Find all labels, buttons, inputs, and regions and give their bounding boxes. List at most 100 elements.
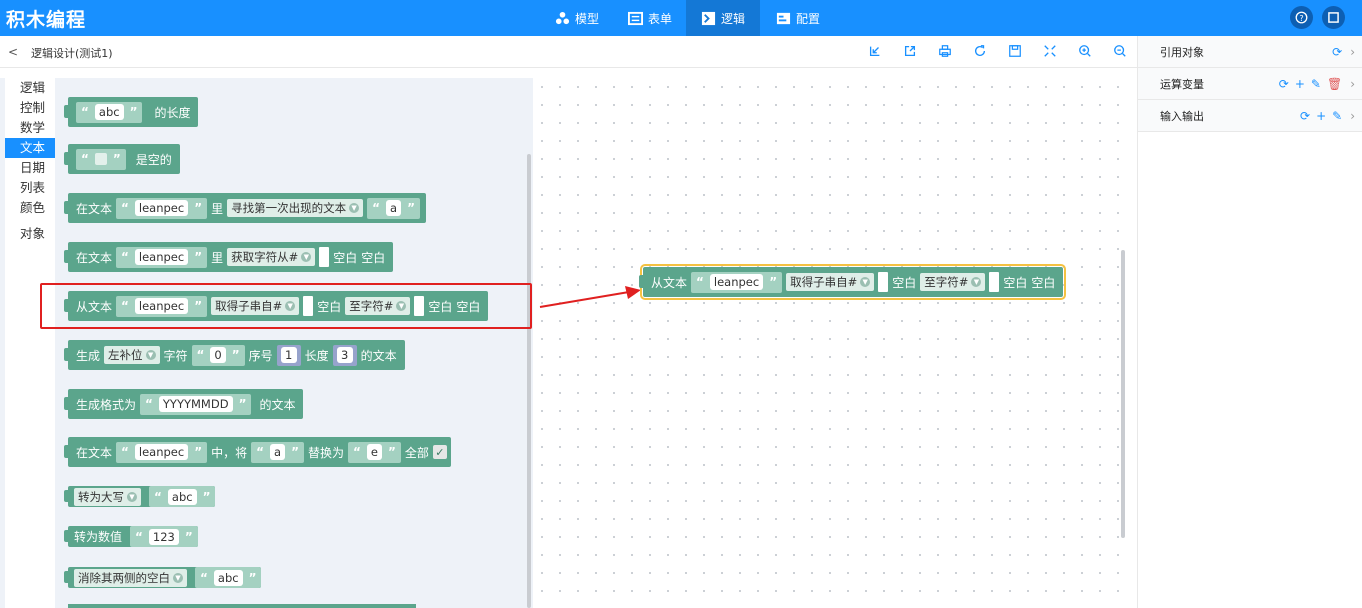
- string-input[interactable]: “abc”: [195, 567, 262, 588]
- dropdown[interactable]: 至字符#▼: [345, 297, 411, 315]
- string-input[interactable]: “leanpec”: [116, 295, 208, 317]
- block-text-char-at[interactable]: 在文本 “leanpec” 里 获取字符从#▼ 空白 空白: [63, 242, 394, 272]
- block-label: 在文本: [76, 201, 113, 216]
- input-slot[interactable]: [414, 296, 425, 316]
- category-object[interactable]: 对象: [20, 226, 46, 241]
- category-color[interactable]: 颜色: [20, 200, 46, 215]
- category-text[interactable]: 文本: [5, 138, 55, 158]
- section-reference-objects[interactable]: 引用对象 ⟳ ›: [1138, 36, 1362, 68]
- add-icon[interactable]: +: [1294, 77, 1305, 91]
- edit-icon[interactable]: ✎: [1332, 109, 1343, 123]
- block-text-index-of[interactable]: 在文本 “leanpec” 里 寻找第一次出现的文本▼ “a”: [64, 193, 426, 223]
- tab-model[interactable]: 模型: [555, 0, 615, 36]
- category-math[interactable]: 数学: [20, 120, 46, 135]
- config-icon: [776, 12, 791, 24]
- tab-config[interactable]: 配置: [776, 0, 836, 36]
- category-logic[interactable]: 逻辑: [20, 80, 46, 95]
- zoom-out-icon[interactable]: [1113, 44, 1127, 58]
- section-variables[interactable]: 运算变量 ⟳ + ✎ 🗑 ›: [1138, 68, 1362, 100]
- string-input[interactable]: “”: [76, 148, 126, 170]
- dropdown[interactable]: 寻找第一次出现的文本▼: [227, 199, 364, 217]
- dropdown[interactable]: 取得子串自#▼: [211, 297, 300, 315]
- block-text-length[interactable]: “abc” 的长度: [63, 97, 199, 127]
- block-label: 生成格式为: [76, 397, 137, 412]
- app-title: 积木编程: [6, 9, 87, 31]
- dropdown[interactable]: 取得子串自#▼: [786, 273, 875, 291]
- empty-value[interactable]: [94, 153, 107, 165]
- block-text-pad[interactable]: 生成 左补位▼ 字符 “0” 序号 1 长度 3 的文本: [64, 340, 405, 370]
- delete-icon[interactable]: 🗑: [1326, 77, 1343, 91]
- dropdown[interactable]: 至字符#▼: [920, 273, 986, 291]
- block-label: 里: [211, 201, 224, 216]
- help-button[interactable]: ?: [1290, 6, 1313, 29]
- save-icon[interactable]: [1008, 44, 1022, 58]
- string-input[interactable]: “abc”: [76, 101, 143, 123]
- canvas-block-get-substring[interactable]: 从文本 “leanpec” 取得子串自#▼ 空白 至字符#▼ 空白 空白: [638, 264, 1067, 300]
- dropdown[interactable]: 获取字符从#▼: [227, 248, 316, 266]
- string-input[interactable]: “leanpec”: [116, 246, 208, 268]
- input-slot[interactable]: [319, 247, 330, 267]
- block-label: 生成: [76, 348, 101, 363]
- block-text-is-empty[interactable]: “” 是空的: [64, 144, 180, 174]
- fullscreen-button[interactable]: [1322, 6, 1345, 29]
- block-label: 空白: [428, 299, 453, 314]
- import-icon[interactable]: [868, 44, 882, 58]
- string-input[interactable]: “leanpec”: [691, 271, 783, 293]
- chevron-right-icon[interactable]: ›: [1350, 45, 1355, 59]
- flyout-scrollbar[interactable]: [527, 154, 531, 608]
- refresh-icon[interactable]: ⟳: [1300, 109, 1311, 123]
- dropdown-value: 取得子串自#: [790, 275, 858, 289]
- block-text-replace[interactable]: 在文本 “leanpec” 中，将 “a” 替换为 “e” 全部 ✓: [64, 437, 451, 467]
- tab-form[interactable]: 表单: [628, 0, 688, 36]
- block-label: 字符: [163, 348, 188, 363]
- zoom-in-icon[interactable]: [1078, 44, 1092, 58]
- category-control[interactable]: 控制: [20, 100, 46, 115]
- refresh-icon[interactable]: ⟳: [1332, 45, 1343, 59]
- edit-icon[interactable]: ✎: [1310, 77, 1321, 91]
- string-input[interactable]: “leanpec”: [116, 441, 208, 463]
- dropdown[interactable]: 转为大写▼: [74, 487, 141, 506]
- refresh-icon[interactable]: ⟳: [1278, 77, 1289, 91]
- block-text-trim[interactable]: 消除其两侧的空白▼ “abc”: [63, 567, 262, 588]
- category-list[interactable]: 列表: [20, 180, 46, 195]
- number-input[interactable]: 1: [276, 344, 301, 366]
- string-input[interactable]: “0”: [191, 344, 245, 366]
- string-input[interactable]: “leanpec”: [116, 197, 208, 219]
- add-icon[interactable]: +: [1316, 109, 1327, 123]
- string-input[interactable]: “YYYYMMDD”: [140, 393, 252, 415]
- export-icon[interactable]: [903, 44, 917, 58]
- input-slot[interactable]: [303, 296, 314, 316]
- chevron-right-icon[interactable]: ›: [1350, 77, 1355, 91]
- string-input[interactable]: “abc”: [149, 486, 216, 507]
- fit-icon[interactable]: [1043, 44, 1057, 58]
- input-slot[interactable]: [989, 272, 1000, 292]
- block-partial[interactable]: [68, 604, 416, 608]
- block-label: 的文本: [360, 348, 397, 363]
- section-input-output[interactable]: 输入输出 ⟳ + ✎ ›: [1138, 100, 1362, 132]
- tab-logic-label: 逻辑: [720, 11, 745, 26]
- dropdown[interactable]: 左补位▼: [104, 346, 160, 364]
- tab-logic[interactable]: 逻辑: [686, 0, 760, 36]
- number-input[interactable]: 3: [332, 344, 357, 366]
- string-input[interactable]: “123”: [130, 526, 198, 547]
- back-icon[interactable]: <: [8, 45, 19, 59]
- check-icon[interactable]: ✓: [432, 445, 447, 459]
- category-date[interactable]: 日期: [20, 160, 46, 175]
- block-label: 替换为: [307, 445, 344, 460]
- dropdown[interactable]: 消除其两侧的空白▼: [74, 568, 187, 587]
- canvas-scrollbar[interactable]: [1121, 250, 1125, 538]
- string-input[interactable]: “a”: [251, 441, 304, 463]
- model-icon: [555, 11, 570, 24]
- chevron-right-icon[interactable]: ›: [1350, 109, 1355, 123]
- print-icon[interactable]: [938, 44, 952, 58]
- block-text-get-substring[interactable]: 从文本 “leanpec” 取得子串自#▼ 空白 至字符#▼ 空白 空白: [63, 291, 489, 321]
- block-label: 序号: [248, 348, 273, 363]
- block-text-to-number[interactable]: 转为数值 “123”: [64, 526, 198, 547]
- input-slot[interactable]: [878, 272, 889, 292]
- block-text-format[interactable]: 生成格式为 “YYYYMMDD” 的文本: [63, 389, 304, 419]
- refresh-icon[interactable]: [973, 44, 987, 58]
- string-input[interactable]: “a”: [367, 197, 420, 219]
- workspace-canvas[interactable]: [533, 78, 1128, 608]
- block-text-upper[interactable]: 转为大写▼ “abc”: [63, 486, 216, 507]
- string-input[interactable]: “e”: [347, 441, 401, 463]
